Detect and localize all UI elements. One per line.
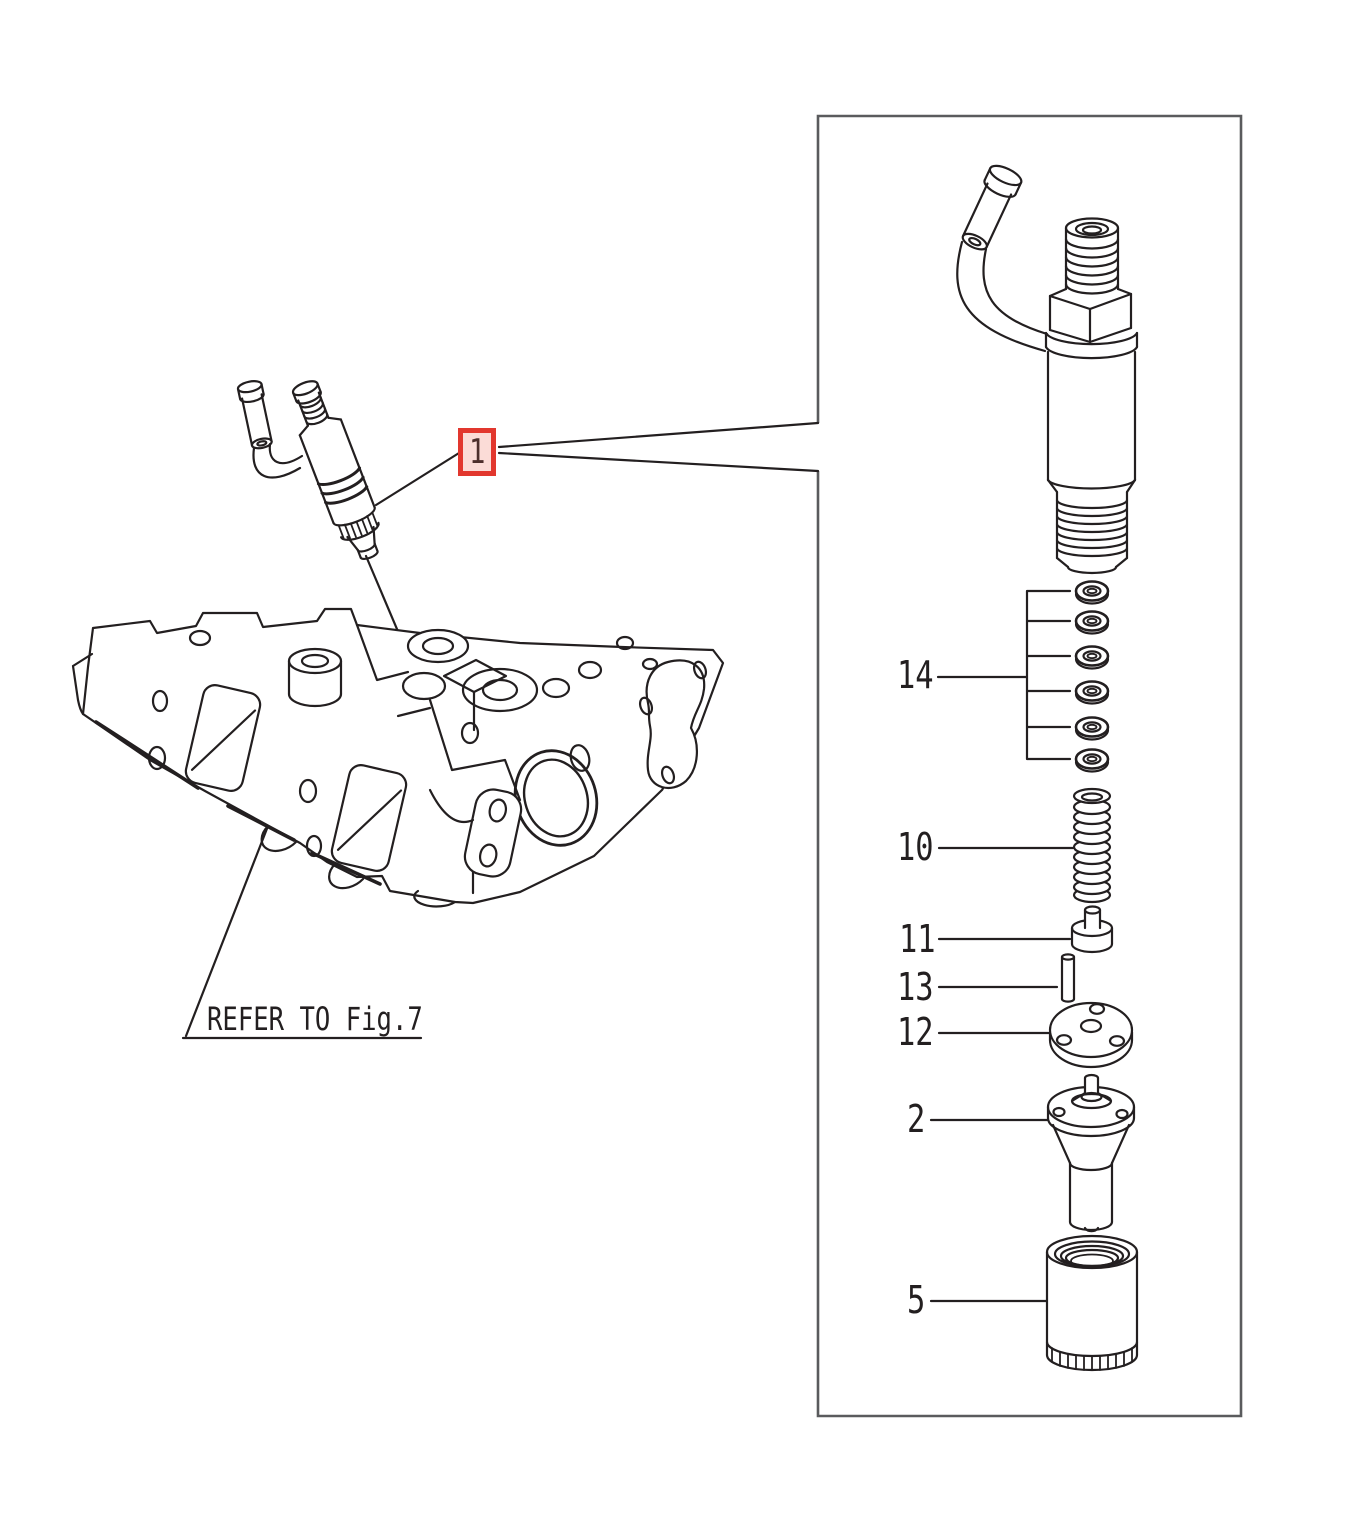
leader-refer-note [184, 824, 270, 1038]
part-pin [1060, 953, 1076, 1003]
return-pipe-fitting-small [236, 380, 273, 450]
part-washer-set [1074, 580, 1110, 773]
part-injector-assembly [956, 164, 1139, 575]
callout-number: 1 [468, 432, 486, 472]
detail-panel-box [816, 114, 1243, 1418]
part-spring [1072, 787, 1112, 904]
part-nozzle [1046, 1073, 1136, 1233]
part-label-13: 13 [897, 965, 934, 1009]
part-spring-seat [1070, 905, 1114, 954]
part-label-lines [929, 589, 1075, 1303]
part-label-11: 11 [899, 917, 936, 961]
leader-injector-to-callout [374, 451, 461, 507]
refer-note: REFER TO Fig.7 [207, 1000, 423, 1038]
part-label-10: 10 [897, 825, 934, 869]
part-nozzle-nut [1045, 1234, 1139, 1372]
injector-on-head-drawing [236, 380, 380, 561]
part-label-5: 5 [907, 1278, 926, 1322]
highlighted-callout-1[interactable]: 1 [458, 428, 496, 476]
part-label-2: 2 [907, 1097, 926, 1141]
injector-bore [401, 671, 447, 701]
leader-callout-to-panel-bottom [497, 451, 820, 473]
leader-callout-to-panel-top [497, 421, 820, 449]
exploded-view [929, 164, 1139, 1372]
part-spacer-plate [1048, 1001, 1134, 1069]
part-label-12: 12 [897, 1010, 934, 1054]
callout-leader-lines [181, 421, 820, 1040]
return-pipe-small [252, 446, 302, 479]
cylinder-head-drawing [71, 607, 725, 908]
part-label-14: 14 [897, 653, 934, 697]
